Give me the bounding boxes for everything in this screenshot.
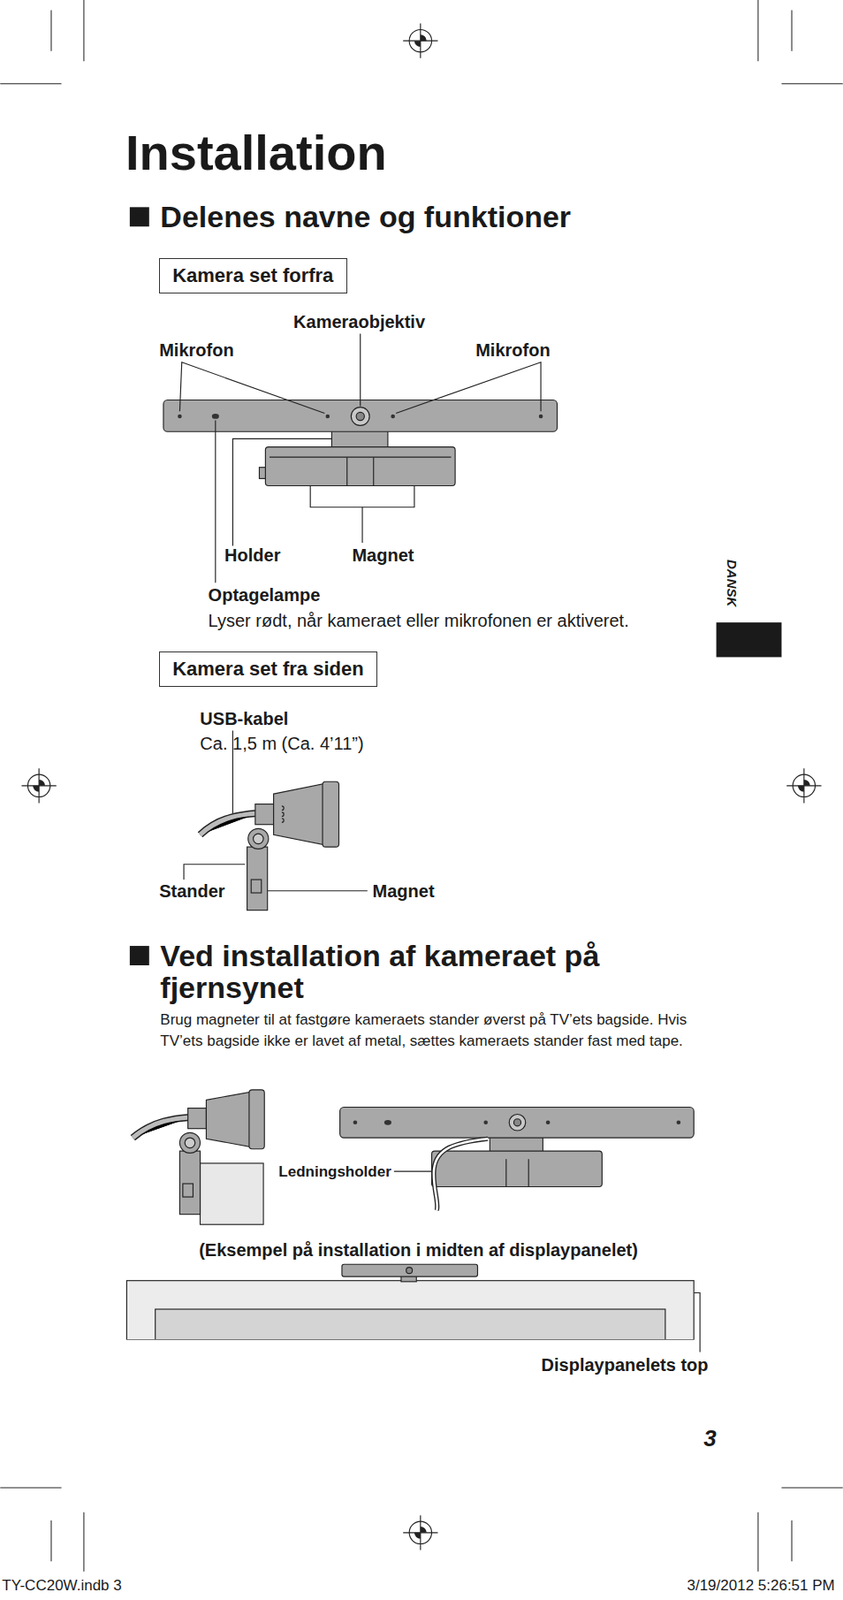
figure-caption: (Eksempel på installation i midten af di… xyxy=(198,1238,638,1260)
part-name: Kameraobjektiv xyxy=(293,311,426,332)
registration-mark xyxy=(402,1514,438,1550)
page-number: 3 xyxy=(703,1426,716,1453)
view-label-box: Kamera set forfra xyxy=(159,258,348,294)
heading-bullet xyxy=(129,945,150,965)
part-name: Magnet xyxy=(372,880,435,902)
page-title: Installation xyxy=(125,124,388,182)
registration-mark xyxy=(22,767,57,803)
view-label: Kamera set forfra xyxy=(172,264,335,287)
part-name: Holder xyxy=(224,545,281,566)
language-tab xyxy=(716,622,783,657)
part-name: Mikrofon xyxy=(159,340,234,361)
part-name: Stander xyxy=(159,880,225,902)
camera-front-cable xyxy=(340,1106,695,1210)
camera-side-mounted xyxy=(132,1089,265,1224)
section-heading: Ved installation af kameraet på fjernsyn… xyxy=(159,939,691,1004)
registration-marks xyxy=(22,23,822,1550)
part-name: Displaypanelets top xyxy=(541,1354,709,1375)
print-footer: TY-CC20W.indb 3 xyxy=(1,1576,122,1595)
part-name: Optagelampe xyxy=(208,584,321,606)
part-name: Mikrofon xyxy=(475,340,550,361)
display-panel xyxy=(122,1263,699,1345)
registration-mark xyxy=(786,767,821,803)
dimension: Ca. 1,5 m (Ca. 4’11”) xyxy=(199,732,364,753)
instruction-text: Brug magneter til at fastgøre kameraets … xyxy=(159,1009,701,1052)
heading-bullet xyxy=(129,206,150,227)
view-label-box: Kamera set fra siden xyxy=(159,651,378,687)
part-name: Ledningsholder xyxy=(278,1162,392,1181)
print-footer: 3/19/2012 5:26:51 PM xyxy=(686,1576,835,1595)
language-tab-label: DANSK xyxy=(724,559,740,607)
part-description: Lyser rødt, når kameraet eller mikrofone… xyxy=(208,610,630,631)
part-name: USB-kabel xyxy=(199,708,289,730)
camera-front xyxy=(163,400,558,487)
leader-lines xyxy=(179,333,700,1352)
section-heading: Delenes navne og funktioner xyxy=(159,199,571,235)
view-label: Kamera set fra siden xyxy=(172,657,365,680)
registration-mark xyxy=(402,23,438,59)
part-name: Magnet xyxy=(351,545,414,566)
